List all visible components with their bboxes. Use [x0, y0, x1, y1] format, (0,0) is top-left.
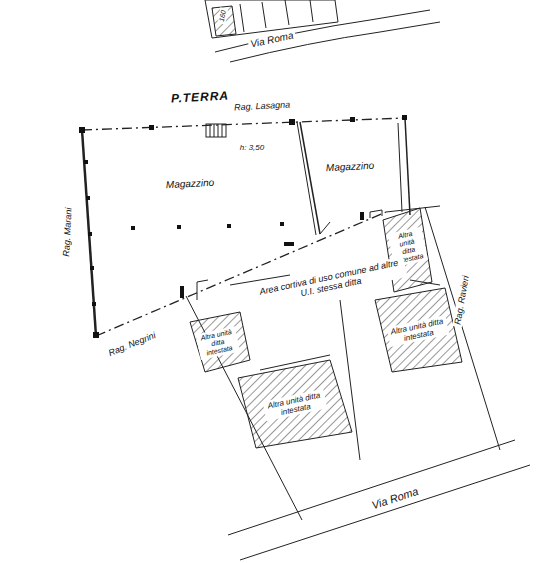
neighbour-label: Rag. Lasagna: [232, 99, 293, 112]
floor-title: P.TERRA: [169, 89, 232, 106]
neighbour-label: Rag. Negrini: [105, 329, 159, 359]
neighbour-label: Rag. Marani: [61, 205, 74, 258]
neighbour-label: Rag. Ravieri: [452, 273, 471, 328]
height-dimension: h: 3,50: [238, 143, 266, 152]
room-box: Magazzino: [145, 171, 236, 194]
room-label: Magazzino: [324, 159, 377, 175]
room-box: Magazzino: [310, 154, 391, 176]
room-label: Magazzino: [164, 176, 217, 192]
street-name: Via Roma: [368, 484, 421, 512]
